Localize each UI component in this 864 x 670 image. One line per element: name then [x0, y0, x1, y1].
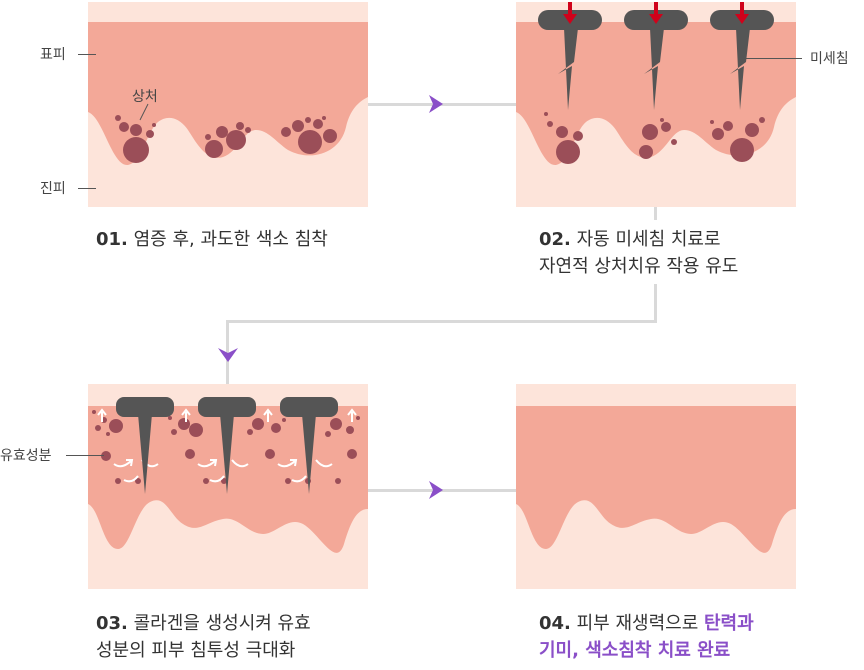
- step-3-text-line1: 콜라겐을 생성시켜 유효: [133, 613, 311, 634]
- step-1-caption: 01. 염증 후, 과도한 색소 침착: [96, 226, 328, 253]
- epidermis-label: 표피: [40, 47, 66, 63]
- panel-step-2: [516, 2, 796, 207]
- step-2-caption: 02. 자동 미세침 치료로 자연적 상처치유 작용 유도: [539, 226, 738, 280]
- active-ingredient-leader-line: [66, 455, 104, 456]
- dermis-leader-line: [78, 188, 96, 189]
- step-4-text-line1: 피부 재생력으로: [576, 613, 704, 634]
- epidermis-leader-line: [78, 54, 96, 55]
- panel-step-4: [516, 384, 796, 589]
- connector-2-3-drop: [226, 320, 229, 384]
- step-2-number: 02.: [539, 229, 571, 250]
- skin-illustration-3: [88, 384, 368, 589]
- microneedle-label: 미세침: [810, 51, 849, 67]
- step-3-caption: 03. 콜라겐을 생성시켜 유효 성분의 피부 침투성 극대화: [96, 610, 311, 664]
- skin-illustration-4: [516, 384, 796, 589]
- skin-illustration-1: [88, 2, 368, 207]
- chevron-right-icon: [429, 481, 443, 499]
- step-1-number: 01.: [96, 229, 128, 250]
- connector-2-3-horizontal: [226, 320, 657, 323]
- dermis-label: 진피: [40, 181, 66, 197]
- step-1-text: 염증 후, 과도한 색소 침착: [133, 229, 328, 250]
- wound-label: 상처: [132, 89, 158, 105]
- panel-step-1: [88, 2, 368, 207]
- connector-2-3-vertical-top: [654, 207, 657, 220]
- step-3-text-line2: 성분의 피부 침투성 극대화: [96, 640, 296, 661]
- skin-illustration-2: [516, 2, 796, 207]
- chevron-down-icon: [218, 348, 238, 362]
- step-4-highlight-line1: 탄력과: [704, 613, 754, 634]
- connector-2-3-vertical: [654, 284, 657, 322]
- step-3-number: 03.: [96, 613, 128, 634]
- step-2-text-line1: 자동 미세침 치료로: [576, 229, 721, 250]
- step-4-number: 04.: [539, 613, 571, 634]
- chevron-right-icon: [429, 95, 443, 113]
- panel-step-3: [88, 384, 368, 589]
- step-4-caption: 04. 피부 재생력으로 탄력과 기미, 색소침착 치료 완료: [539, 610, 754, 664]
- step-2-text-line2: 자연적 상처치유 작용 유도: [539, 256, 739, 277]
- step-4-highlight-line2: 기미, 색소침착 치료 완료: [539, 640, 731, 661]
- active-ingredient-label: 유효성분: [0, 448, 52, 464]
- microneedle-leader-line: [744, 58, 802, 59]
